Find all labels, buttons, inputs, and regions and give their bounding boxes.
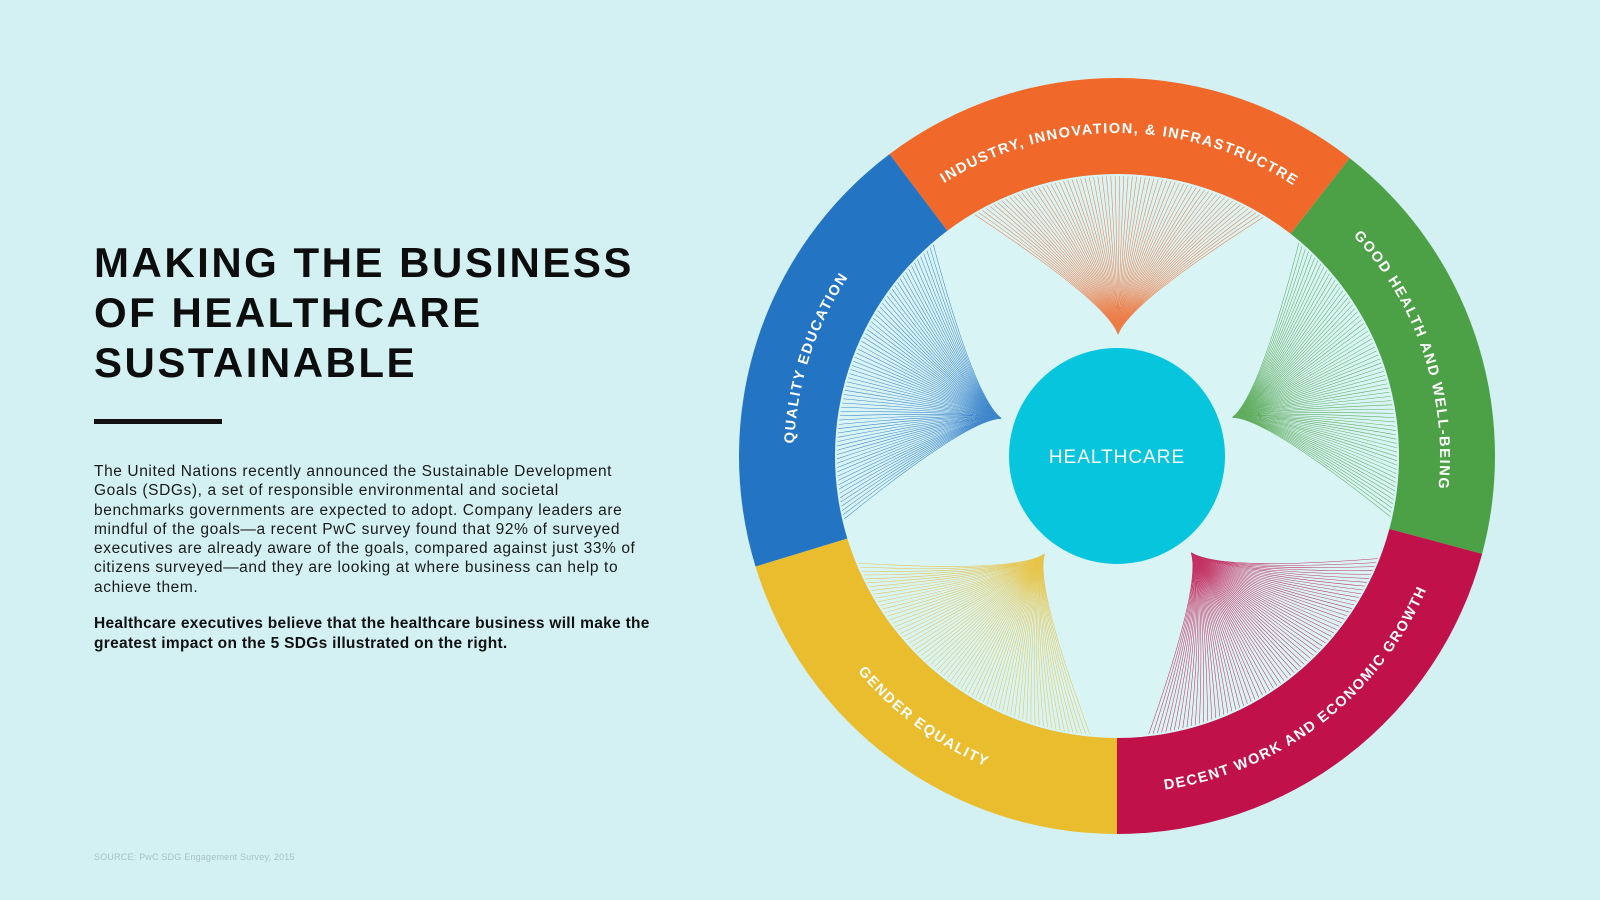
healthcare-hub (1009, 348, 1225, 564)
highlight-paragraph: Healthcare executives believe that the h… (94, 615, 650, 652)
goal-rays (836, 244, 1002, 520)
goal-rays (1148, 552, 1378, 735)
page-title: MAKING THE BUSINESS OF HEALTHCARE SUSTAI… (94, 239, 634, 386)
goal-ring (739, 77, 1495, 834)
goal-segment (755, 538, 1117, 834)
goal-segment (1117, 528, 1483, 834)
source-note: SOURCE: PwC SDG Engagement Survey, 2015 (94, 852, 295, 862)
healthcare-label: HEALTHCARE (1049, 447, 1185, 468)
intro-paragraph: The United Nations recently announced th… (94, 463, 636, 596)
goal-segment (739, 154, 948, 567)
goal-rays (858, 553, 1091, 735)
goal-segment (889, 77, 1350, 234)
goal-segment (1290, 158, 1495, 554)
title-divider (94, 419, 222, 424)
goal-rays (974, 175, 1264, 335)
goal-rays (1232, 243, 1398, 517)
connection-rays (836, 175, 1398, 735)
